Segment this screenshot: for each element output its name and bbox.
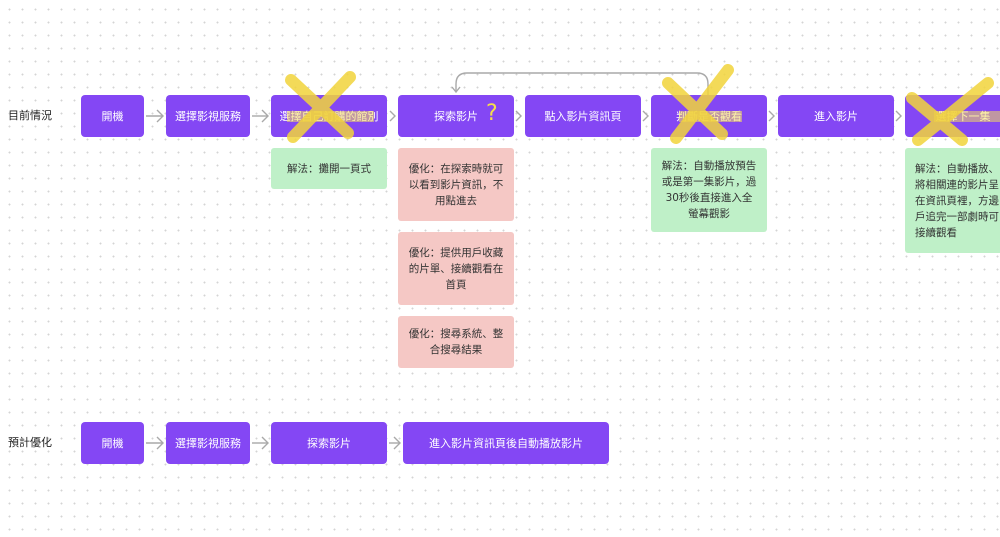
node-select-next-episode[interactable]: 選擇下一集 [905, 95, 1000, 137]
arrow-icon [389, 436, 401, 450]
node-power-on[interactable]: 開機 [81, 95, 144, 137]
row-label-planned: 預計優化 [8, 436, 52, 449]
arrow-icon [515, 110, 522, 122]
node-open-video-info-page[interactable]: 點入影片資訊頁 [525, 95, 641, 137]
arrow-icon [146, 109, 164, 123]
arrow-icon [642, 110, 649, 122]
note-decide-solution[interactable]: 解法：自動播放預告 或是第一集影片，過 30秒後直接進入全 螢幕觀影 [651, 148, 767, 232]
note-explore-optimization-3[interactable]: 優化：搜尋系統、整 合搜尋結果 [398, 316, 514, 368]
node-decide-whether-to-watch[interactable]: 判斷是否觀看 [651, 95, 767, 137]
node-select-subscribed-venue[interactable]: 選擇自己訂購的館別 [271, 95, 387, 137]
node-planned-info-page-autoplay[interactable]: 進入影片資訊頁後自動播放影片 [403, 422, 609, 464]
node-planned-explore-videos[interactable]: 探索影片 [271, 422, 387, 464]
arrow-icon [252, 109, 269, 123]
note-next-episode-solution[interactable]: 解法：自動播放、 將相關連的影片呈 在資訊頁裡，方邊 戶追完一部劇時可 接續觀看 [905, 148, 1000, 253]
node-planned-select-video-service[interactable]: 選擇影視服務 [166, 422, 250, 464]
arrow-icon [895, 110, 902, 122]
note-explore-optimization-2[interactable]: 優化：提供用戶收藏 的片單、接續觀看在 首頁 [398, 232, 514, 305]
arrow-icon [389, 110, 396, 122]
arrow-icon [252, 436, 269, 450]
node-enter-video[interactable]: 進入影片 [778, 95, 894, 137]
node-planned-power-on[interactable]: 開機 [81, 422, 144, 464]
node-select-video-service[interactable]: 選擇影視服務 [166, 95, 250, 137]
note-venue-solution[interactable]: 解法：攤開一頁式 [271, 148, 387, 189]
row-label-current: 目前情況 [8, 109, 52, 122]
loop-back-arrow [451, 72, 709, 95]
arrow-icon [768, 110, 775, 122]
note-explore-optimization-1[interactable]: 優化：在探索時就可 以看到影片資訊，不 用點進去 [398, 148, 514, 221]
arrow-icon [146, 436, 164, 450]
node-explore-videos[interactable]: 探索影片 [398, 95, 514, 137]
